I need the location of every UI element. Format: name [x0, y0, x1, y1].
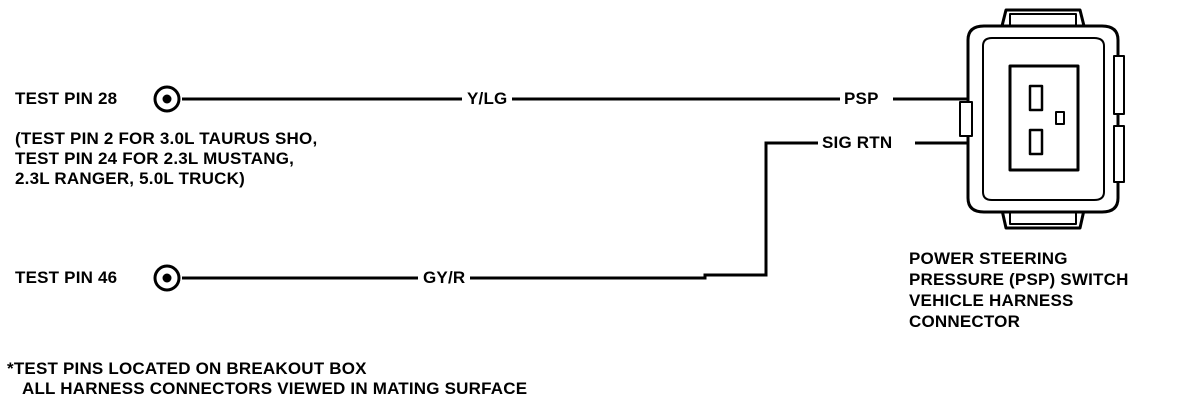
- footnote-line: *TEST PINS LOCATED ON BREAKOUT BOX: [7, 359, 367, 378]
- wire-gyr-color-code: GY/R: [418, 268, 471, 287]
- footnote-line: ALL HARNESS CONNECTORS VIEWED IN MATING …: [22, 379, 528, 398]
- pin-note-line: 2.3L RANGER, 5.0L TRUCK): [15, 169, 245, 188]
- wire-ylg-color-code: Y/LG: [462, 89, 513, 108]
- test-pin-28-terminal-icon: [153, 85, 181, 113]
- wire-gyr: [182, 141, 1028, 280]
- connector-caption-line: CONNECTOR: [909, 312, 1021, 331]
- connector-caption-line: VEHICLE HARNESS: [909, 291, 1074, 310]
- connector-caption-line: PRESSURE (PSP) SWITCH: [909, 270, 1129, 289]
- pin-note-line: (TEST PIN 2 FOR 3.0L TAURUS SHO,: [15, 129, 318, 148]
- test-pin-46-label: TEST PIN 46: [15, 268, 118, 287]
- sig-rtn-terminal-label: SIG RTN: [822, 133, 893, 152]
- test-pin-46-terminal-icon: [153, 264, 181, 292]
- test-pin-28-label: TEST PIN 28: [15, 89, 118, 108]
- pin-note-line: TEST PIN 24 FOR 2.3L MUSTANG,: [15, 149, 295, 168]
- psp-switch-connector-icon: [959, 8, 1125, 230]
- psp-terminal-label: PSP: [844, 89, 879, 108]
- connector-caption-line: POWER STEERING: [909, 249, 1068, 268]
